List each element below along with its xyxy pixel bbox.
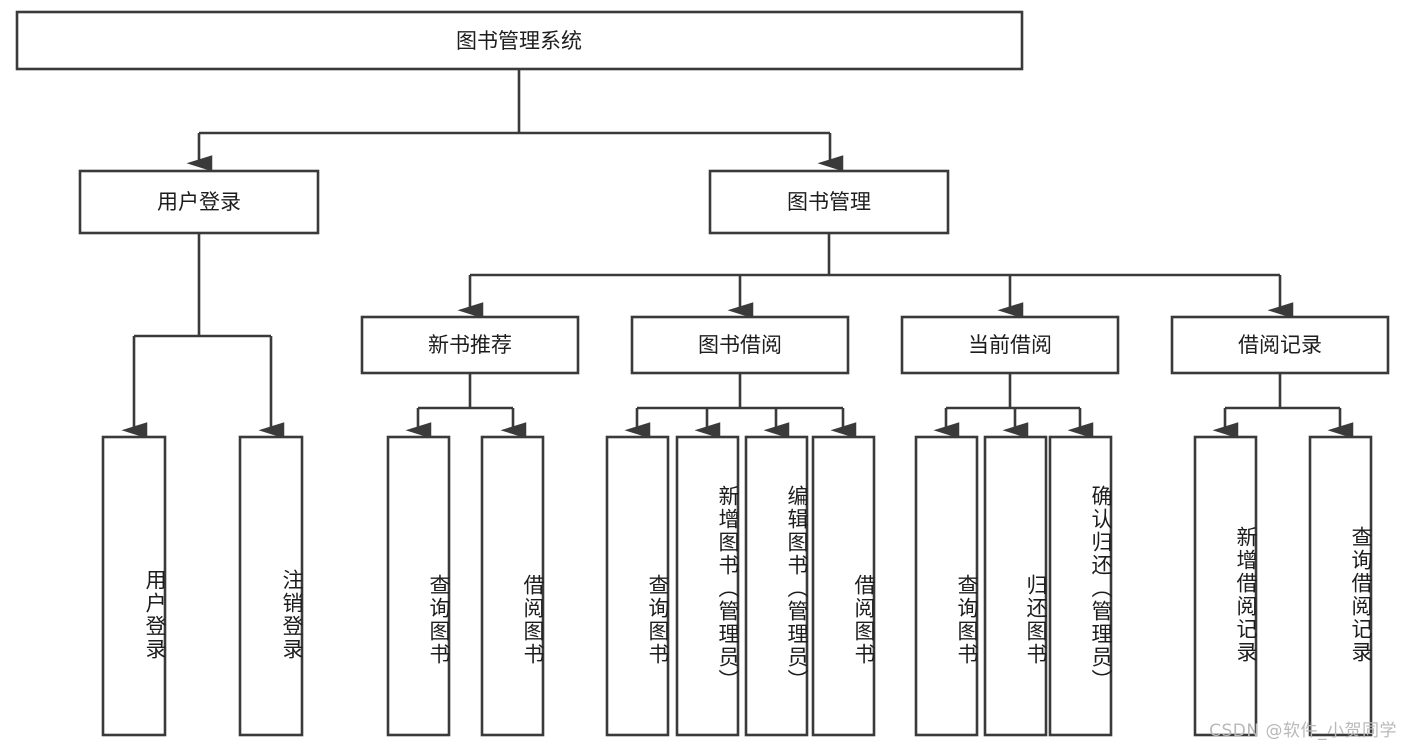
- node-new-book-recommend[interactable]: [360, 315, 580, 375]
- leaf-node[interactable]: [1308, 435, 1373, 737]
- node-user-login[interactable]: [78, 169, 320, 235]
- leaf-node[interactable]: [811, 435, 876, 737]
- node-new-book-recommend-label: 新书推荐: [428, 333, 512, 357]
- node-book-management[interactable]: [708, 169, 950, 235]
- leaf-node[interactable]: [238, 435, 304, 737]
- connector-layer: [121, 69, 1354, 439]
- watermark-text: CSDN @软件_小贺同学: [1209, 721, 1397, 741]
- leaf-node[interactable]: [480, 435, 545, 737]
- node-current-borrow[interactable]: [900, 315, 1120, 375]
- leaf-node[interactable]: [386, 435, 451, 737]
- leaf-node[interactable]: [605, 435, 670, 737]
- node-root[interactable]: [15, 10, 1024, 71]
- leaf-node[interactable]: [914, 435, 979, 737]
- leaf-node[interactable]: [675, 435, 740, 737]
- node-current-borrow-label: 当前借阅: [968, 333, 1052, 357]
- leaf-node[interactable]: [744, 435, 809, 737]
- node-borrow-record[interactable]: [1170, 315, 1390, 375]
- node-book-borrow-label: 图书借阅: [698, 333, 782, 357]
- leaf-node[interactable]: [983, 435, 1048, 737]
- leaf-node[interactable]: [1048, 435, 1113, 737]
- node-user-login-label: 用户登录: [157, 190, 241, 214]
- label-layer: 图书管理系统 用户登录 图书管理 新书推荐 图书借阅 当前借阅 借阅记录: [157, 29, 1322, 357]
- node-book-borrow[interactable]: [630, 315, 850, 375]
- leaf-node[interactable]: [101, 435, 167, 737]
- node-borrow-record-label: 借阅记录: [1238, 333, 1322, 357]
- node-root-label: 图书管理系统: [456, 29, 582, 53]
- node-layer: [15, 10, 1390, 737]
- leaf-node[interactable]: [1193, 435, 1258, 737]
- node-book-management-label: 图书管理: [787, 190, 871, 214]
